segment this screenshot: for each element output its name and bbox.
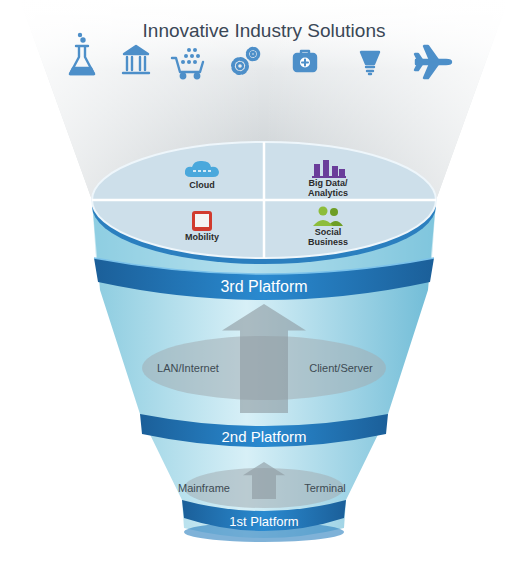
cart-icon-part-part (193, 60, 197, 64)
airplane-icon-part (424, 46, 438, 78)
platform-arrow (243, 462, 285, 499)
cart-icon-part-part (196, 54, 200, 58)
cart-icon-part-part (184, 54, 188, 58)
bars-icon (308, 156, 348, 178)
quadrant-divider (92, 142, 436, 258)
level-label: Client/Server (309, 362, 373, 374)
technology-quadrant: Social Business (295, 205, 361, 251)
technology-quadrant: Mobility (179, 210, 225, 246)
bank-icon-part (127, 57, 145, 70)
platform-name: 1st Platform (182, 514, 346, 529)
platform-disc (90, 140, 438, 302)
person-head (330, 208, 338, 216)
quadrant-label: Mobility (185, 232, 219, 242)
bar-base (312, 176, 346, 178)
bar (314, 164, 320, 178)
medical-case-icon-part (300, 58, 310, 68)
platform-band: 3rd Platform Cloud Big Data/ AnalyticsMobi… (90, 140, 438, 302)
cloud-detail (193, 170, 211, 172)
bank-icon (123, 46, 149, 73)
gears-icon-part (251, 52, 255, 56)
level-label: LAN/Internet (157, 362, 219, 374)
tablet-icon (182, 210, 222, 232)
platform-name: 2nd Platform (140, 428, 388, 445)
level-label: Mainframe (178, 482, 230, 494)
cart-icon-part-part (190, 54, 194, 58)
technology-quadrant: Big Data/ Analytics (295, 156, 361, 202)
platform-band: 2nd Platform (140, 414, 388, 460)
people-icon (308, 205, 348, 227)
lightbulb-icon-part (366, 67, 374, 74)
technology-quadrant: Cloud (179, 158, 225, 194)
flask-icon-part (79, 34, 81, 36)
gears-icon-part (248, 49, 259, 60)
cloud-shape (185, 161, 219, 177)
flask-icon (70, 34, 94, 74)
person-head (319, 207, 328, 216)
platform-arrow (222, 304, 306, 413)
quadrant-label: Social Business (298, 227, 358, 247)
cart-icon-part-part (187, 48, 191, 52)
cart-icon-part (195, 74, 199, 78)
medical-case-icon (294, 51, 316, 71)
flask-icon-part (70, 46, 94, 74)
band-fill (182, 500, 346, 531)
band-fill (140, 414, 388, 447)
lightbulb-icon-part (361, 52, 379, 64)
person-body (313, 220, 333, 226)
airplane-icon (415, 46, 451, 78)
cart-icon-part (172, 58, 203, 72)
quadrant-label: Big Data/ Analytics (298, 178, 358, 198)
disc-top (92, 142, 436, 258)
tablet-screen (195, 214, 209, 227)
airplane-icon-part (415, 54, 422, 70)
medical-case-icon-part (302, 60, 308, 66)
quadrant-label: Cloud (189, 180, 215, 190)
lightbulb-icon (361, 52, 379, 74)
level-label: Terminal (304, 482, 346, 494)
tablet-body (192, 211, 212, 231)
cart-icon-part (181, 74, 185, 78)
cloud-icon (182, 158, 222, 180)
band-highlight (94, 258, 434, 274)
medical-case-icon-part (301, 51, 309, 54)
diagram-title: Innovative Industry Solutions (0, 20, 528, 42)
cart-icon-part (181, 48, 200, 64)
bar (323, 160, 329, 178)
platform-name: 3rd Platform (90, 278, 438, 296)
flask-icon-part (82, 39, 85, 42)
gears-icon-part (237, 63, 243, 69)
gears-icon-part (233, 59, 247, 73)
gears-icon (233, 49, 259, 74)
cart-icon-part-part (181, 60, 185, 64)
bank-icon-part (123, 72, 149, 74)
flask-icon-part (70, 68, 94, 74)
cart-icon (172, 48, 203, 78)
cart-icon-part-part (193, 48, 197, 52)
platform-band: 1st Platform (182, 500, 346, 540)
medical-case-icon-part (294, 54, 316, 71)
bank-icon-part (124, 46, 148, 54)
cart-icon-part-part (187, 60, 191, 64)
